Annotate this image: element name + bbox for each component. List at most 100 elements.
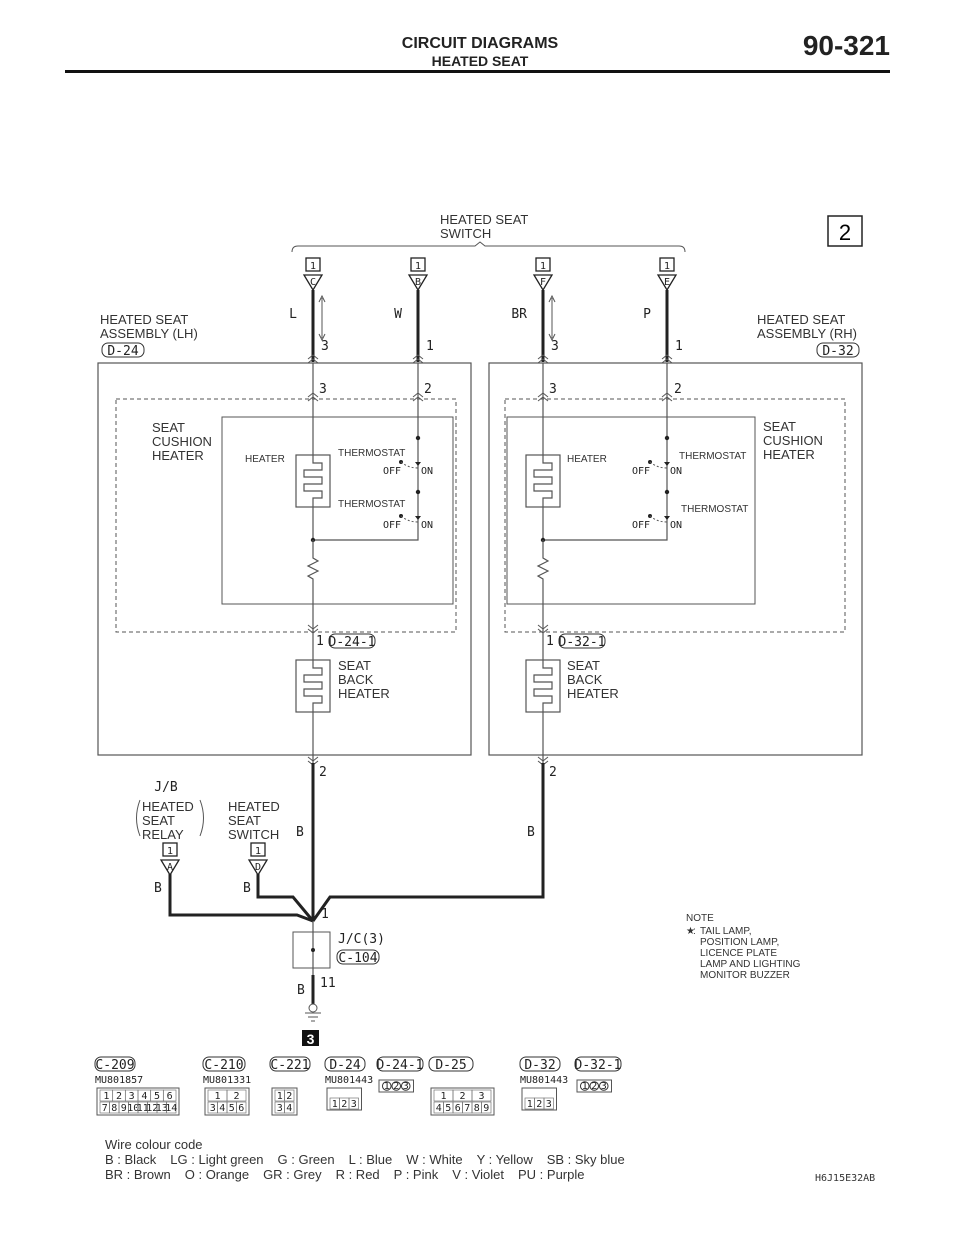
connector-pin-label: 5 [445, 1103, 451, 1114]
connector-pin-label: 3 [478, 1091, 484, 1102]
connector-pin-cell [579, 1081, 590, 1091]
lh-inner-pin-3: 3 [319, 382, 327, 397]
connector-pin-cell [162, 1089, 177, 1102]
thermostat-switch-arm [400, 515, 419, 523]
lh-inner-pin-2: 2 [424, 382, 432, 397]
rh-assembly-box [488, 362, 863, 756]
rh-cushion-label-1: SEAT [763, 419, 796, 434]
thermostat-on-contact [664, 462, 670, 466]
legend-item: L : Blue [348, 1152, 393, 1167]
connector-pin-cell [543, 1097, 554, 1110]
rh-connector-badge [816, 342, 860, 358]
lh-out-pin: 2 [319, 765, 327, 780]
connector-pin-label: 5 [154, 1091, 160, 1102]
connector-pin-cell [481, 1101, 492, 1114]
connector-ref-id: D-24 [329, 1058, 360, 1073]
rh-heater-label: HEATER [567, 454, 607, 465]
connector-pin-cell [598, 1081, 609, 1091]
legend-item: V : Violet [452, 1167, 505, 1182]
lh-cushion-label-2: CUSHION [152, 434, 212, 449]
connector-ref-badge [202, 1056, 246, 1072]
connector-chevron [412, 354, 424, 364]
connector-pin-label: 1 [103, 1091, 109, 1102]
connector-pin-label: 2 [536, 1099, 542, 1110]
rh-out-pin: 2 [549, 765, 557, 780]
jc-connector-badge [336, 949, 380, 965]
connector-pin-label: 8 [111, 1103, 117, 1114]
rh-ground-wire[interactable] [311, 763, 545, 922]
connector-ref-id: D-32-1 [575, 1058, 622, 1073]
figure-id: H6J15E32AB [815, 1173, 876, 1184]
lh-off-2: OFF [383, 520, 401, 531]
jb-paren-left [136, 799, 141, 837]
rh-cushion-dashed [504, 398, 846, 633]
thermostat-on-contact [664, 516, 670, 520]
switch-brace [291, 241, 686, 253]
heater-element-icon [295, 454, 331, 508]
jb-relay-line2: SEAT [142, 813, 175, 828]
junction-dot [415, 435, 421, 441]
switch-terminal-pin-triangle [302, 274, 324, 292]
legend-item: GR : Grey [263, 1167, 322, 1182]
connector-pin-label: 3 [129, 1091, 135, 1102]
thermostat-wire [312, 363, 419, 541]
connector-pin-cell [400, 1081, 411, 1091]
connector-pin-label: 2 [591, 1081, 597, 1092]
switch-ground-wire[interactable] [256, 874, 315, 922]
switch-terminal-connector-box [535, 257, 551, 272]
connector-part-number: MU801443 [325, 1075, 373, 1086]
lh-on-2: ON [421, 520, 433, 531]
switch-terminal-connector-box [410, 257, 426, 272]
rh-off-1: OFF [632, 466, 650, 477]
lh-cushion-label-1: SEAT [152, 420, 185, 435]
connector-pin-label: 1 [582, 1081, 588, 1092]
connector-pin-label: 2 [459, 1091, 465, 1102]
connector-ref-badge [428, 1056, 474, 1072]
lh-back-pin: 1 [316, 634, 324, 649]
rh-back-connector: D-32-1 [559, 635, 606, 650]
seat-pin-number: 1 [426, 339, 434, 354]
connector-pin-label: 1 [440, 1091, 446, 1102]
resistor-icon [536, 540, 550, 632]
connector-pin-label: 7 [464, 1103, 470, 1114]
lh-back-connector-badge [328, 633, 376, 649]
connector-ref-id: C-210 [204, 1058, 243, 1073]
connector-pin-cell [284, 1089, 295, 1102]
jb-paren-right [199, 799, 204, 837]
jc-box [292, 931, 331, 969]
connector-pin-label: 10 [127, 1103, 139, 1114]
lh-out-wire: B [296, 825, 304, 840]
junction-dot [664, 489, 670, 495]
connector-chevron [537, 392, 549, 402]
note-title: NOTE [686, 913, 714, 924]
rh-thermostat-1: THERMOSTAT [679, 451, 746, 462]
connector-ref-id: C-221 [270, 1058, 309, 1073]
switch-terminal-pin-letter: F [540, 277, 546, 288]
legend-item: G : Green [277, 1152, 335, 1167]
relay-ground-wire[interactable] [168, 874, 314, 923]
connector-face [378, 1079, 414, 1093]
junction-dot [664, 435, 670, 441]
jb-relay-terminal-connector-box [162, 842, 178, 857]
switch-terminal-connector-num: 1 [310, 261, 316, 272]
rh-on-2: ON [670, 520, 682, 531]
jc-in-pin: 1 [321, 907, 329, 922]
note-symbol: ★ [686, 926, 695, 937]
connector-pin-cell [391, 1081, 402, 1091]
connector-pin-label: 11 [137, 1103, 149, 1114]
seat-pin-number: 1 [675, 339, 683, 354]
seat-pin-number: 3 [321, 339, 329, 354]
legend-item: LG : Light green [170, 1152, 264, 1167]
wire-color-label: BR [511, 307, 527, 322]
rh-on-1: ON [670, 466, 682, 477]
legend-item: O : Orange [184, 1167, 250, 1182]
switch-terminal-connector-num: 1 [540, 261, 546, 272]
jb-switch-line2: SEAT [228, 813, 261, 828]
connector-chevron [537, 354, 549, 364]
